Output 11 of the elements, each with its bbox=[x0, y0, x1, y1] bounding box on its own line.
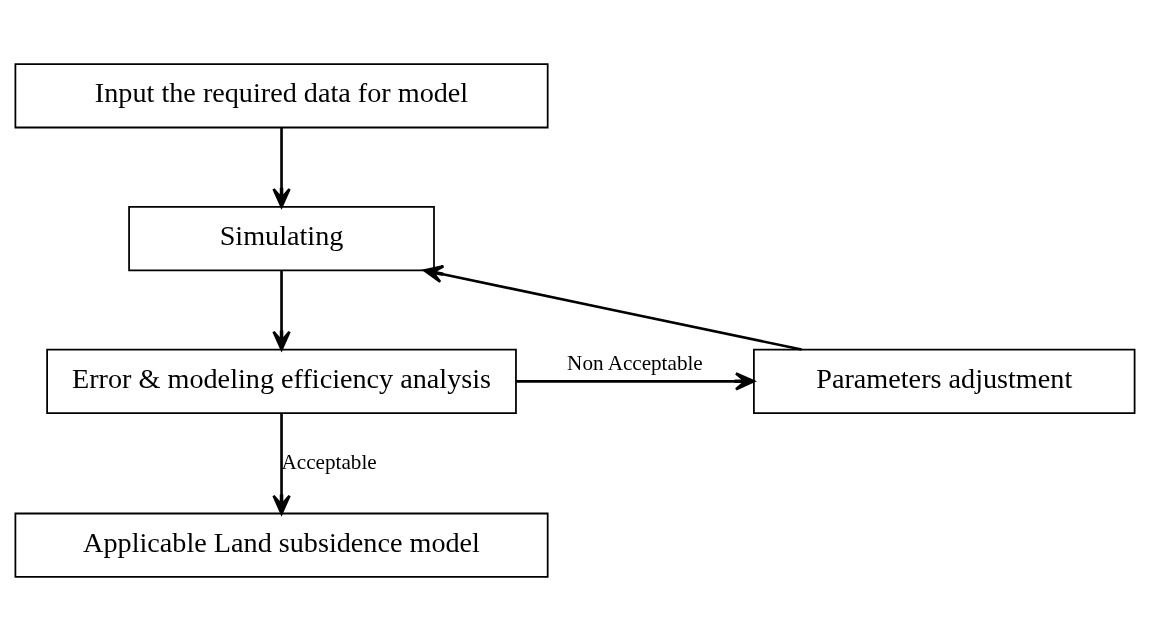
node-box: Error & modeling efficiency analysis bbox=[46, 348, 517, 414]
arrow bbox=[272, 127, 291, 208]
arrow bbox=[272, 412, 291, 515]
node-box: Input the required data for model bbox=[14, 62, 549, 128]
node-box: Simulating bbox=[128, 205, 435, 271]
node-box: Applicable Land subsidence model bbox=[14, 512, 549, 578]
arrow bbox=[423, 264, 802, 351]
arrow bbox=[272, 270, 291, 351]
arrow bbox=[516, 371, 755, 391]
node-box: Parameters adjustment bbox=[753, 348, 1136, 414]
edge-label: Non Acceptable bbox=[567, 350, 703, 375]
